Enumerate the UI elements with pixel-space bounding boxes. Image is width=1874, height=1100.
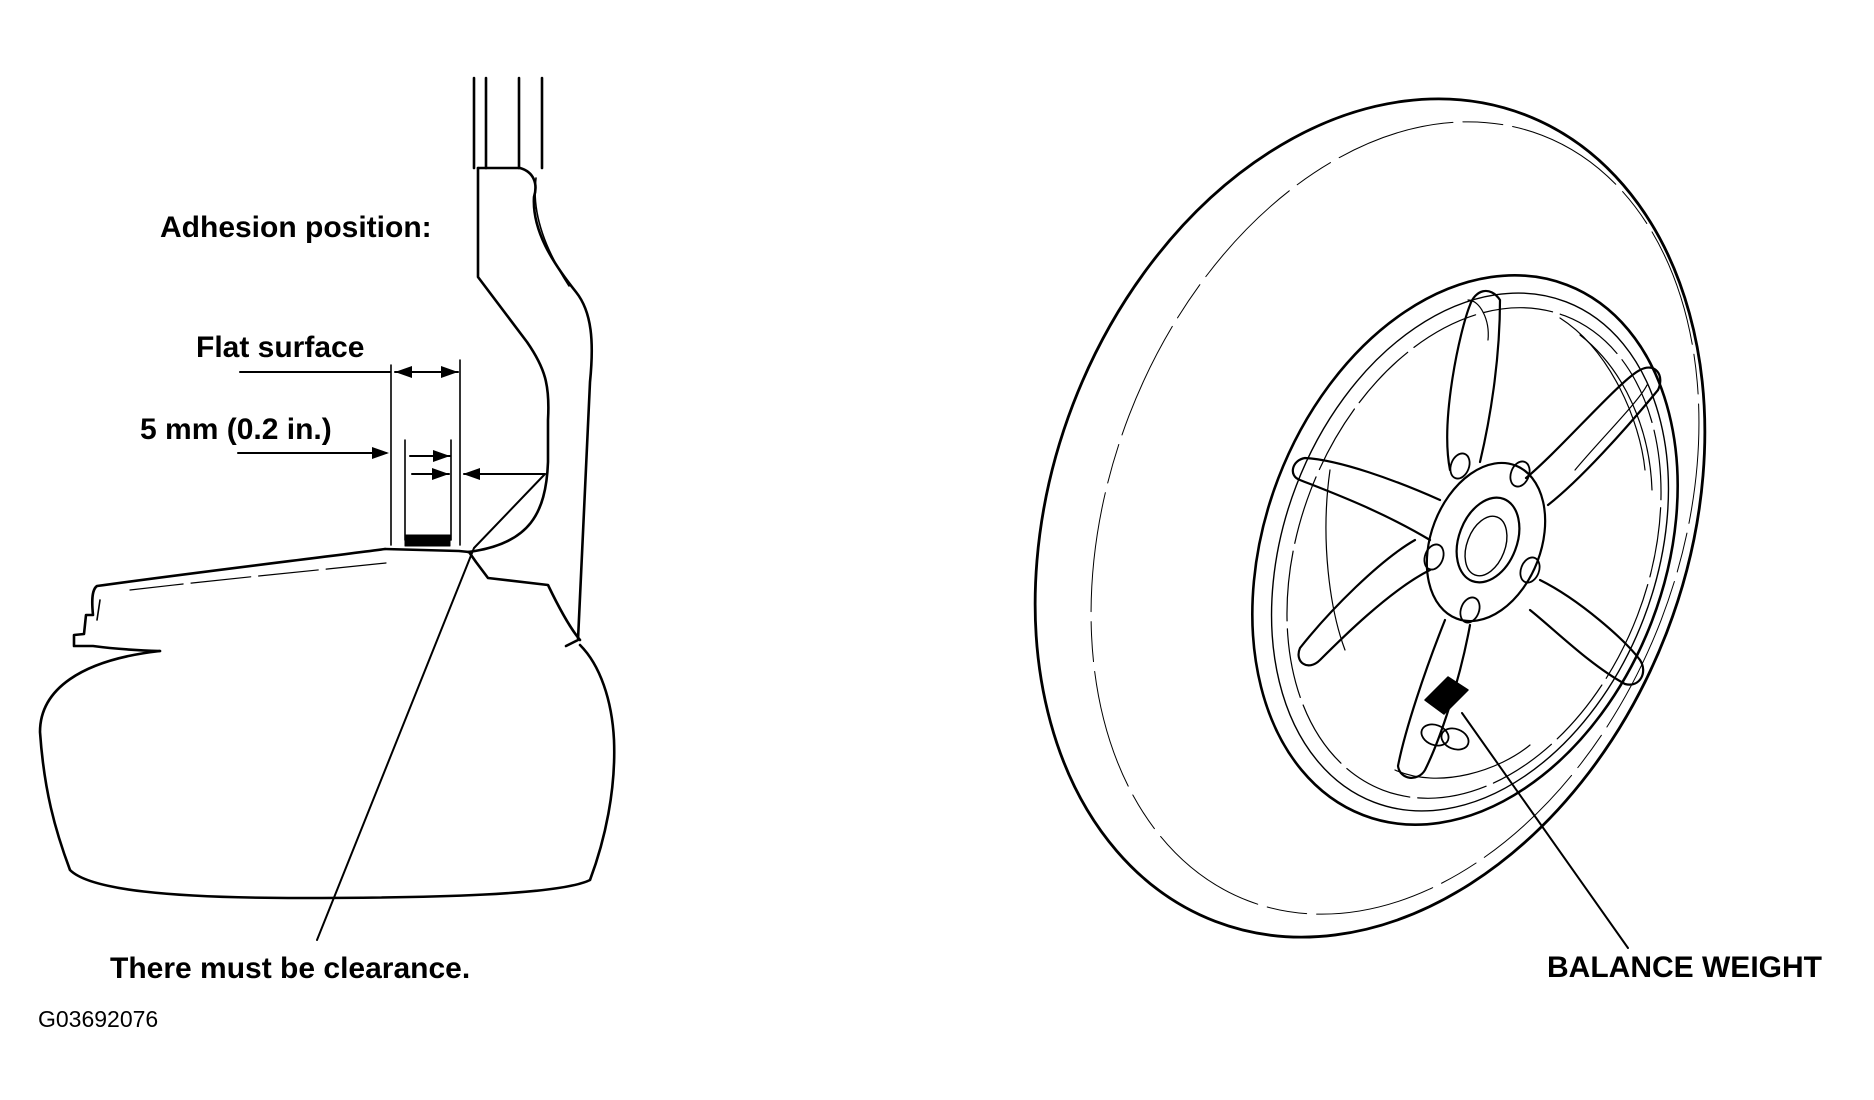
- rim-barrel: [74, 549, 580, 651]
- tire-outer: [918, 1, 1821, 1036]
- lug-holes: [1421, 451, 1543, 626]
- hub-outer: [1405, 446, 1566, 639]
- label-flat-surface: Flat surface: [196, 331, 365, 364]
- wheel-spoke: [468, 78, 592, 646]
- label-balance-weight: BALANCE WEIGHT: [1547, 951, 1822, 984]
- label-clearance: There must be clearance.: [110, 952, 471, 985]
- five-mm-dimension: [238, 447, 545, 480]
- center-bore: [1445, 489, 1531, 592]
- flat-surface-dimension: [240, 366, 458, 378]
- figure-code: G03692076: [38, 1006, 159, 1032]
- balance-weight: [1425, 677, 1468, 714]
- clearance-leader: [317, 474, 545, 940]
- balance-weight-leader: [1462, 713, 1628, 948]
- label-adhesion-position: Adhesion position:: [160, 211, 432, 244]
- valve-stem: [1418, 721, 1471, 754]
- rim-outer: [1177, 213, 1754, 887]
- tire-section: [40, 645, 614, 898]
- dimension-lines: [391, 360, 460, 545]
- label-five-mm: 5 mm (0.2 in.): [140, 413, 332, 446]
